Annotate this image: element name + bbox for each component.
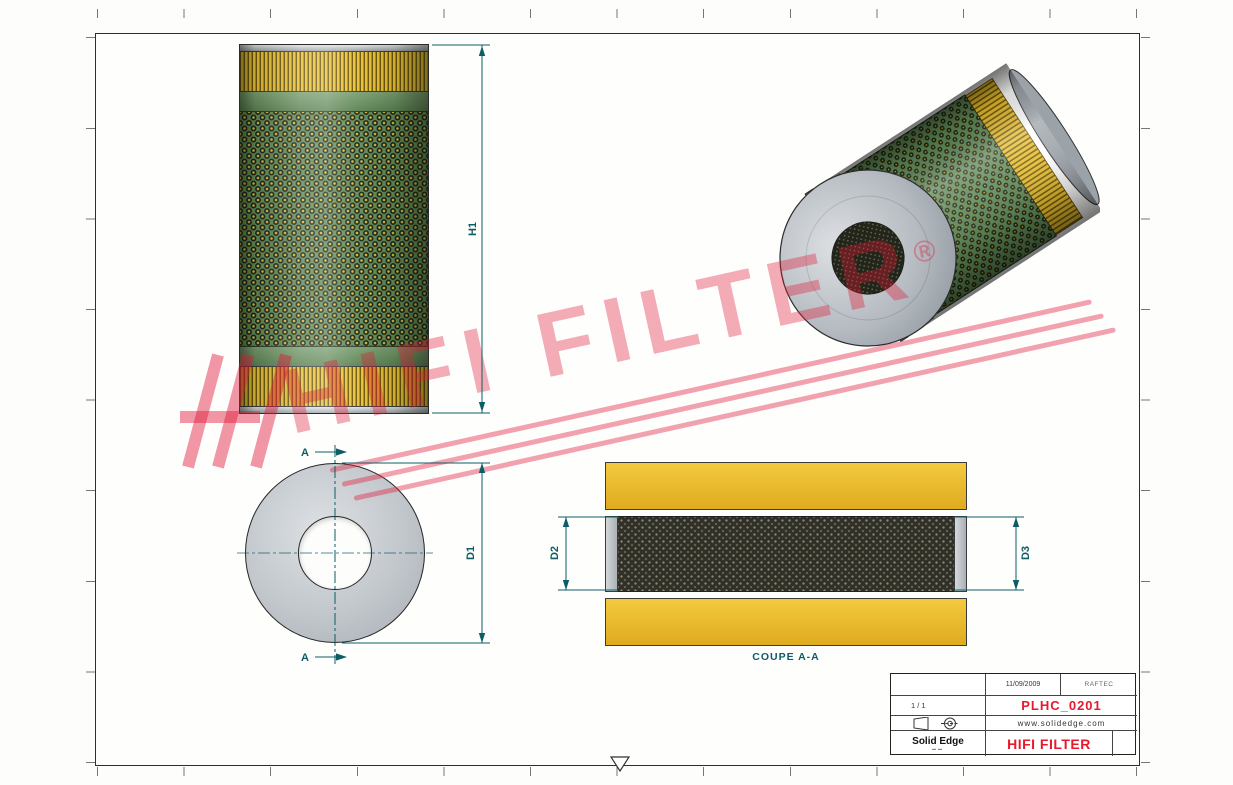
solid-edge-logo-text: Solid Edge [912,735,964,747]
title-block-empty-cell [891,674,986,696]
top-view-center-hole [298,516,372,590]
front-perforated-mesh [240,112,428,348]
front-green-band-top [240,92,428,112]
isometric-view [779,63,1100,347]
solid-edge-logo: Solid Edge▬▬ [891,731,986,756]
title-block-website: www.solidedge.com [986,716,1137,731]
section-endplate-left [605,516,618,592]
title-block: 11/09/2009 RAFTEC 1 / 1 PLHC_0201 www.so… [890,673,1137,756]
front-pleats-top [240,52,428,92]
front-pleats-bottom [240,366,428,406]
first-angle-projection-icon [913,716,959,730]
iso-center-hole-mesh [831,221,905,295]
title-block-empty-cell-2 [1113,731,1137,756]
border-ticks-left [86,37,95,763]
top-view-outer-ring [245,463,425,643]
section-view [605,462,967,646]
title-block-date: 11/09/2009 [986,674,1061,696]
front-view-filter [239,44,429,414]
border-ticks-bottom [97,767,1137,776]
section-endplate-right [954,516,967,592]
front-green-band-bottom [240,346,428,366]
projection-symbol [891,716,986,731]
part-number: PLHC_0201 [986,696,1137,716]
border-ticks-top [97,9,1137,18]
section-pleat-top [605,462,967,510]
section-pleat-bottom [605,598,967,646]
company-name: HIFI FILTER [986,731,1113,756]
iso-face-ring [805,195,931,321]
section-core-mesh [618,516,954,592]
title-block-author: RAFTEC [1061,674,1137,696]
title-block-scale: 1 / 1 [891,696,986,716]
front-endcap-bottom [240,406,428,413]
border-ticks-right [1141,37,1150,763]
front-endcap-top [240,45,428,52]
